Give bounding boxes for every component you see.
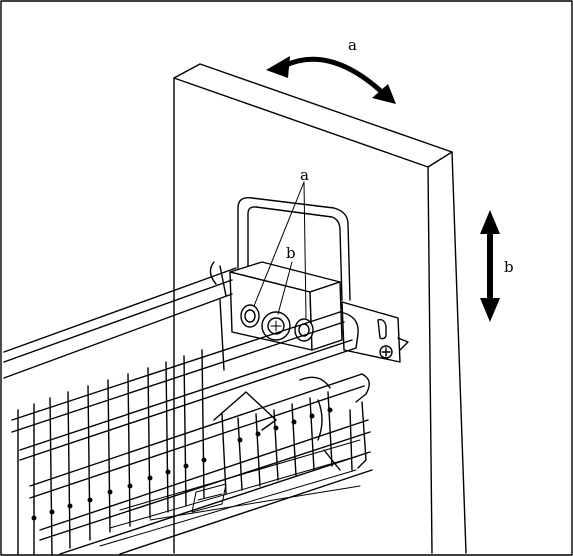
label-top-a: a	[348, 36, 357, 54]
rotation-arrow-icon	[266, 56, 396, 104]
wire-basket	[3, 261, 373, 555]
door-panel	[173, 63, 467, 554]
adjustment-screw-icon	[261, 311, 291, 341]
hinge-handle-loop	[237, 197, 351, 301]
vertical-arrow-icon	[480, 210, 500, 322]
screw-right-icon	[294, 318, 314, 342]
leader-lines	[253, 181, 307, 319]
screw-left-icon	[240, 304, 260, 328]
label-side-b: b	[504, 258, 514, 276]
label-center-a: a	[300, 166, 309, 184]
label-center-b: b	[286, 244, 296, 262]
